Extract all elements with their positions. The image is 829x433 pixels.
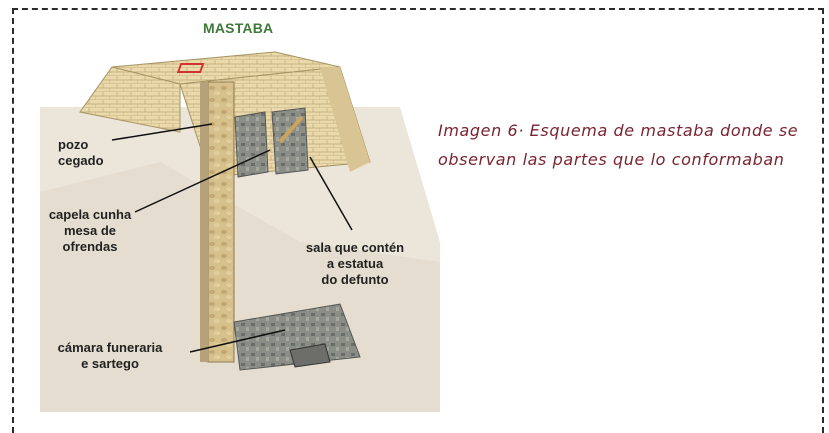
mastaba-drawing xyxy=(40,51,440,412)
label-sala-estatua: sala que contén a estatua do defunto xyxy=(305,240,405,287)
serdab-chamber xyxy=(234,111,269,178)
leader-capela xyxy=(134,149,271,213)
diagram-title: MASTABA xyxy=(203,20,274,36)
mastaba-front-shade xyxy=(320,67,370,172)
leader-pozo xyxy=(111,123,213,141)
roof-opening xyxy=(176,63,205,73)
label-pozo-cegado: pozo cegado xyxy=(58,137,104,168)
label-capela-cunha: capela cunha mesa de ofrendas xyxy=(48,207,132,254)
label-camara-funeraria: cámara funeraria e sartego xyxy=(57,340,163,371)
chapel-chamber xyxy=(271,107,309,175)
sarcophagus xyxy=(289,343,331,368)
dashed-frame xyxy=(12,8,824,433)
leader-sala xyxy=(309,156,353,231)
mastaba-illustration: MASTABA pozo cegado capela cunha mesa de… xyxy=(40,12,440,412)
burial-chamber xyxy=(233,303,361,371)
mastaba-left-face xyxy=(79,66,181,133)
figure-caption: Imagen 6· Esquema de mastaba donde se ob… xyxy=(438,121,799,169)
leader-camara xyxy=(189,329,286,353)
